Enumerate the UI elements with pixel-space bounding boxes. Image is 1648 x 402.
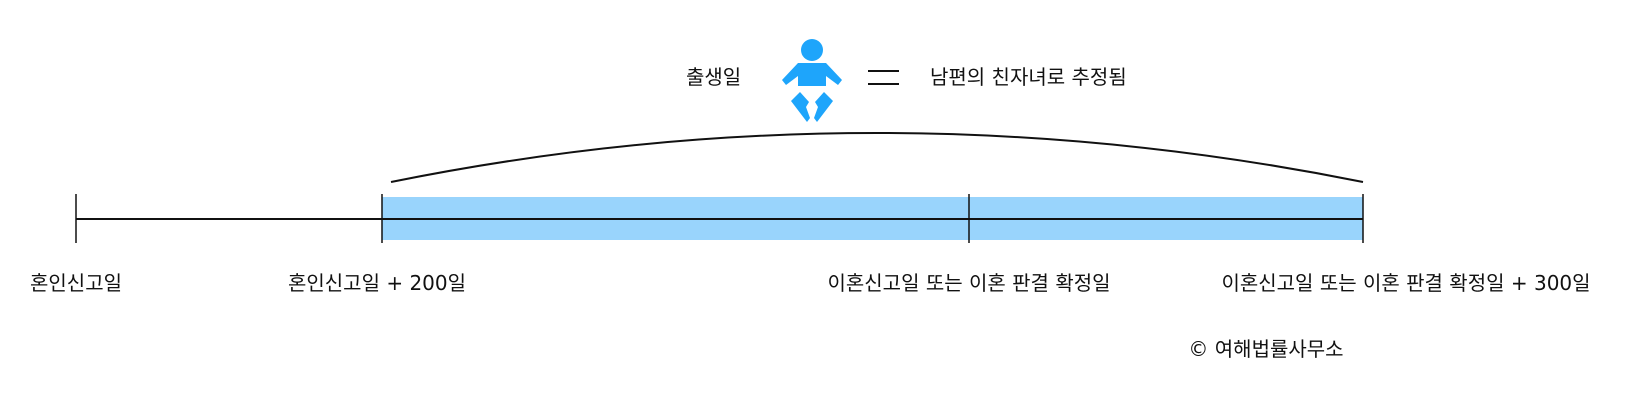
label-divorce-date: 이혼신고일 또는 이혼 판결 확정일 [827,271,1111,295]
label-divorce-plus-300: 이혼신고일 또는 이혼 판결 확정일 + 300일 [1221,271,1591,295]
label-marriage-plus-200: 혼인신고일 + 200일 [287,271,467,295]
baby-icon [782,39,842,122]
birth-date-label: 출생일 [686,65,742,89]
label-marriage-report: 혼인신고일 [30,271,122,295]
presumption-arc [390,132,1364,183]
presumption-text: 남편의 친자녀로 추정됨 [930,65,1127,89]
copyright-text: © 여해법률사무소 [1188,337,1344,361]
equals-icon [868,70,899,85]
